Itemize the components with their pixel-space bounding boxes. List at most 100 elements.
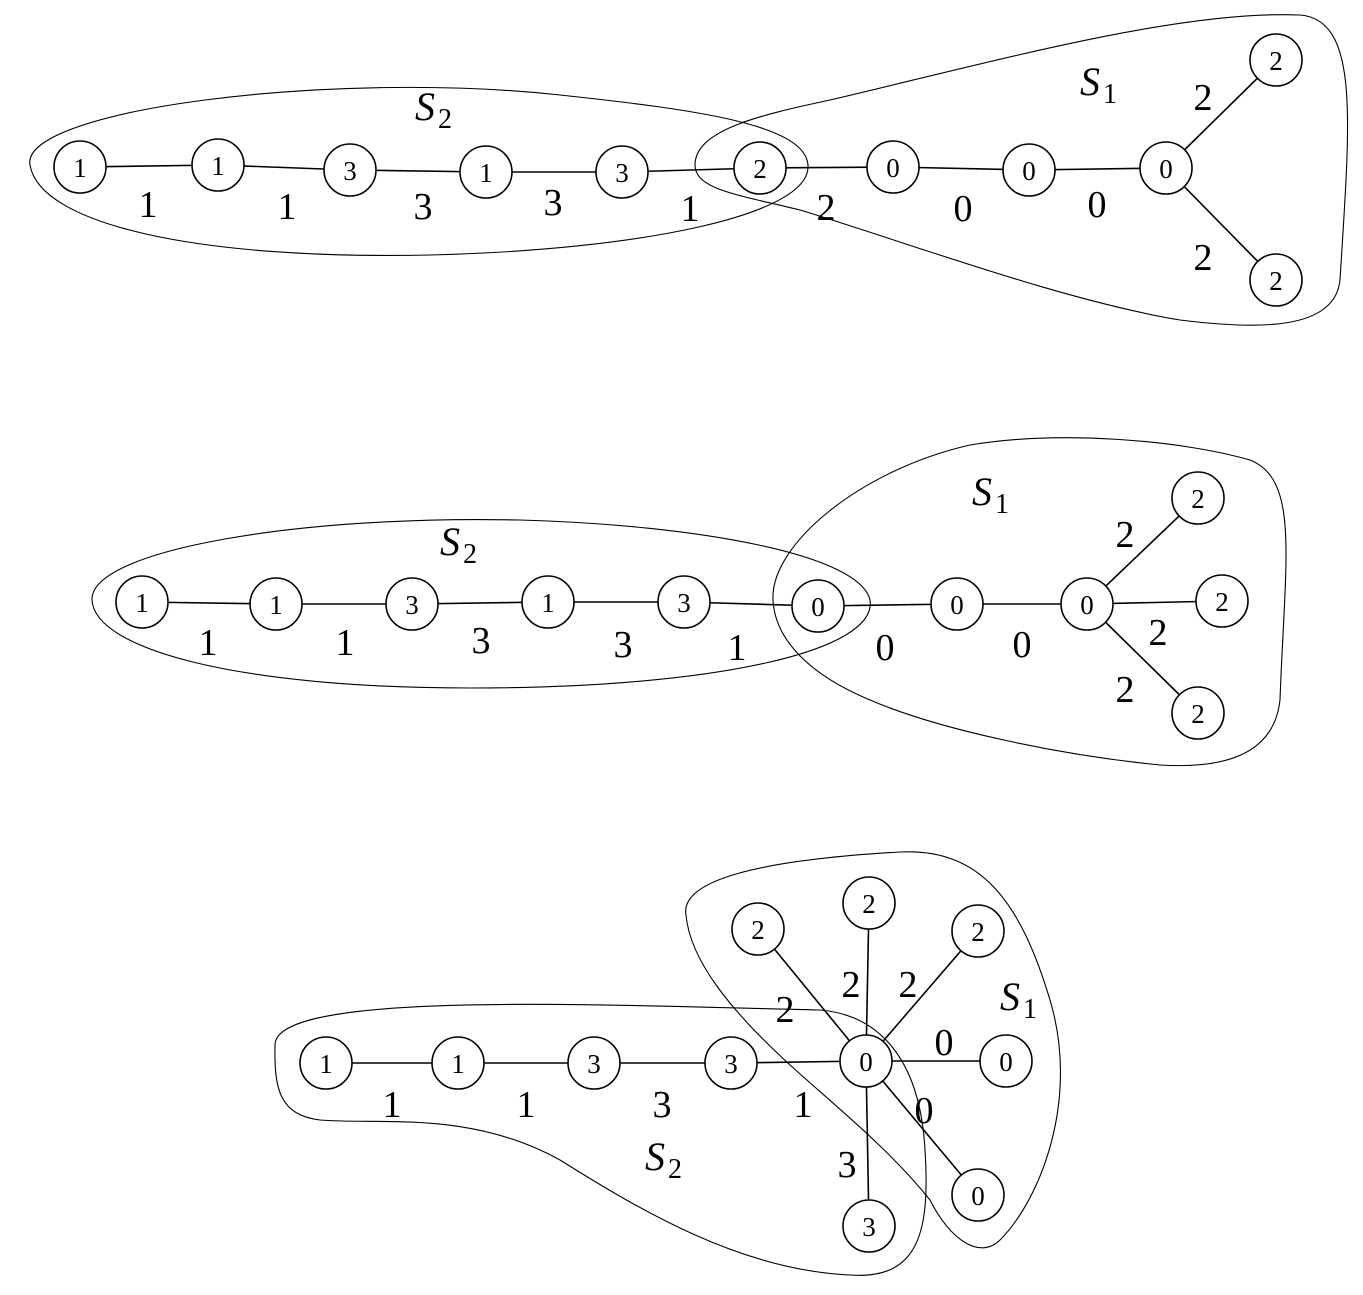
node-label: 1	[319, 1049, 333, 1079]
node-label: 2	[1215, 587, 1229, 617]
edge-label: 1	[383, 1084, 402, 1126]
edge-label: 1	[681, 188, 700, 230]
graph-node: 0	[979, 1034, 1033, 1088]
node-circle	[1171, 471, 1225, 525]
graph-node: 2	[951, 904, 1005, 958]
graph-node: 1	[191, 138, 245, 192]
edge-label: 3	[653, 1084, 672, 1126]
node-label: 0	[1022, 156, 1036, 186]
graph-node: 3	[385, 577, 439, 631]
graph-node: 1	[299, 1036, 353, 1090]
node-circle	[731, 902, 785, 956]
graph-node: 0	[1002, 143, 1056, 197]
node-circle	[866, 140, 920, 194]
edge-line	[865, 1060, 870, 1227]
edge-label: 0	[935, 1022, 954, 1064]
node-label: 3	[587, 1049, 601, 1079]
edge-line	[865, 930, 979, 1062]
graph-node: 2	[1171, 471, 1225, 525]
node-label: 3	[724, 1049, 738, 1079]
edge-label: 0	[1088, 184, 1107, 226]
edge-label: 1	[336, 622, 355, 664]
region-outline-S1	[772, 437, 1287, 767]
region-outline-S1	[685, 851, 1062, 1249]
graph-node: 3	[323, 143, 377, 197]
graph-node: 3	[842, 1199, 896, 1253]
node-circle	[842, 876, 896, 930]
graph-node: 3	[704, 1036, 758, 1090]
graph-node: 3	[595, 145, 649, 199]
edge-label: 2	[1149, 612, 1168, 654]
region-outline-S2	[274, 1003, 927, 1276]
edge-label: 2	[1194, 77, 1213, 119]
edge-label: 3	[614, 624, 633, 666]
node-circle	[1249, 253, 1303, 307]
node-label: 1	[479, 158, 493, 188]
node-label: 0	[999, 1047, 1013, 1077]
node-circle	[930, 577, 984, 631]
edge-label: 0	[1013, 624, 1032, 666]
edge-label: 3	[544, 182, 563, 224]
edge-label: 0	[876, 627, 895, 669]
node-label: 1	[451, 1049, 465, 1079]
graph-node: 1	[115, 575, 169, 629]
graph-node: 3	[567, 1036, 621, 1090]
node-circle	[431, 1036, 485, 1090]
node-circle	[567, 1036, 621, 1090]
node-label: 2	[751, 915, 765, 945]
node-label: 3	[343, 156, 357, 186]
node-label: 3	[677, 588, 691, 618]
node-circle	[839, 1034, 893, 1088]
node-circle	[1002, 143, 1056, 197]
node-circle	[323, 143, 377, 197]
node-label: 0	[1080, 590, 1094, 620]
node-label: 2	[753, 154, 767, 184]
edge-label: 1	[278, 186, 297, 228]
edge-label: 2	[842, 964, 861, 1006]
graph-node: 0	[951, 1168, 1005, 1222]
node-label: 2	[1269, 46, 1283, 76]
node-circle	[1195, 574, 1249, 628]
graph-node: 0	[1139, 141, 1193, 195]
edge-label: 2	[1116, 669, 1135, 711]
graph-node: 2	[842, 876, 896, 930]
edge-label: 1	[199, 622, 218, 664]
graph-node: 1	[459, 145, 513, 199]
node-label: 3	[862, 1212, 876, 1242]
graph-node: 0	[866, 140, 920, 194]
edge-label: 1	[728, 627, 747, 669]
node-label: 0	[886, 153, 900, 183]
graph-node: 2	[731, 902, 785, 956]
node-label: 2	[971, 917, 985, 947]
edge-label: 2	[899, 964, 918, 1006]
graph-node: 2	[1249, 33, 1303, 87]
node-label: 0	[811, 592, 825, 622]
node-label: 0	[1159, 154, 1173, 184]
edge-line	[865, 1060, 979, 1196]
edge-label: 0	[915, 1090, 934, 1132]
graph-node: 1	[249, 577, 303, 631]
edge-label: 3	[838, 1144, 857, 1186]
edge-label: 2	[1116, 514, 1135, 556]
edge-label: 1	[794, 1084, 813, 1126]
edge-label: 0	[954, 188, 973, 230]
edge-label: 1	[517, 1084, 536, 1126]
region-outline-S2	[91, 519, 871, 689]
graph-node: 1	[521, 575, 575, 629]
region-outline-S2	[29, 86, 809, 256]
node-circle	[1139, 141, 1193, 195]
node-circle	[299, 1036, 353, 1090]
node-label: 3	[405, 590, 419, 620]
node-label: 1	[269, 590, 283, 620]
graph-node: 2	[733, 141, 787, 195]
graph-node: 3	[657, 575, 711, 629]
